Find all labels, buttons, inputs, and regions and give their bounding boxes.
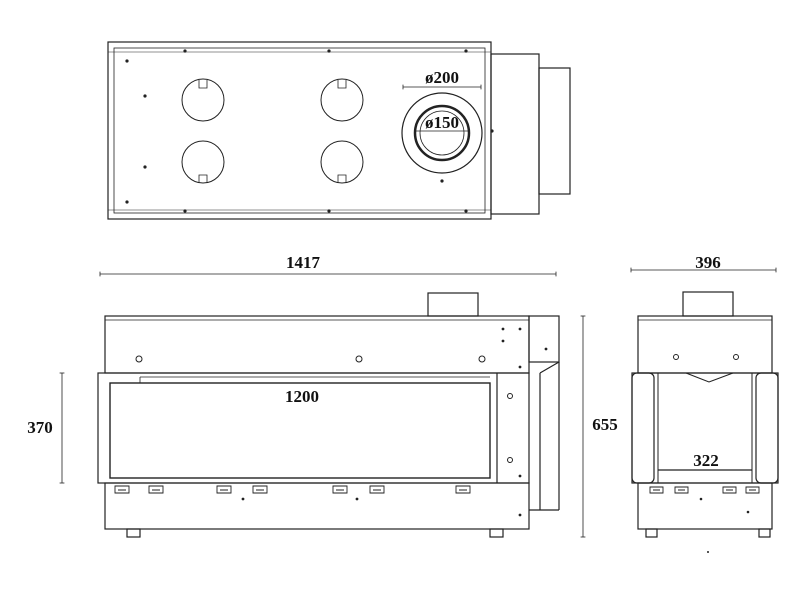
side-view: 396 322	[630, 253, 779, 553]
front-rear-box	[528, 315, 560, 363]
front-foot	[126, 528, 141, 538]
glass-height-label: 370	[27, 418, 53, 437]
top-screw-dots	[125, 49, 494, 213]
burner-port-circle	[320, 140, 364, 184]
total-width-label: 1417	[286, 253, 321, 272]
burner-port-circle	[181, 78, 225, 122]
front-flue-stub	[427, 292, 479, 317]
side-glass-right	[755, 372, 779, 484]
side-glass-left	[631, 372, 655, 484]
side-flue-stub	[682, 291, 734, 317]
burner-notch	[198, 80, 208, 89]
front-foot	[489, 528, 504, 538]
top-view: ø200 ø150	[107, 41, 571, 220]
burner-notch	[337, 174, 347, 183]
side-screw-dots	[673, 354, 750, 553]
front-screw-dots	[135, 327, 548, 517]
flue-inner-diameter-label: ø150	[425, 113, 459, 132]
side-lower-panel	[637, 482, 773, 530]
burner-notch	[337, 80, 347, 89]
burner-notch	[198, 174, 208, 183]
glass-width-label: 1200	[285, 387, 319, 406]
side-deflector	[685, 372, 734, 383]
top-flue-box	[538, 67, 571, 195]
side-glass-width-label: 322	[693, 451, 719, 470]
burner-port-circle	[320, 78, 364, 122]
side-vent-slots	[649, 486, 760, 494]
burner-port-circle	[181, 140, 225, 184]
front-vent-slots	[114, 485, 471, 494]
side-foot	[758, 528, 771, 538]
side-upper-panel	[637, 315, 773, 374]
front-upper-panel	[104, 315, 530, 374]
flue-outer-diameter-label: ø200	[425, 68, 459, 87]
flue-outer-circle	[401, 92, 483, 174]
side-foot	[645, 528, 658, 538]
front-side-panel	[539, 361, 560, 374]
top-inner-frame	[113, 47, 486, 214]
top-rear-box	[490, 53, 540, 215]
total-height-label: 655	[592, 415, 618, 434]
front-view: 1417 1200	[27, 253, 618, 538]
depth-label: 396	[695, 253, 721, 272]
